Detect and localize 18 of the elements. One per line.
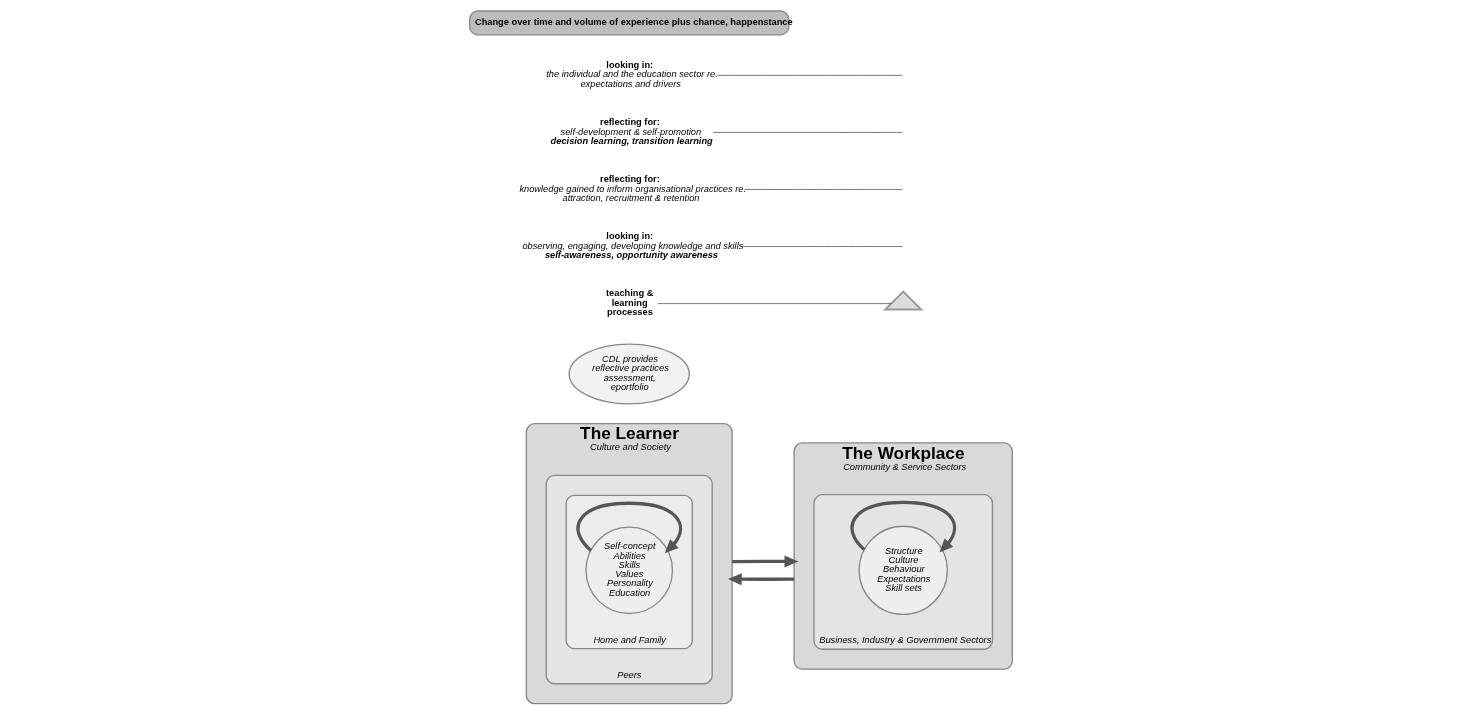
arrow [850,500,957,553]
node-ellipse: CDL provides reflective practices assessment, eportfolio [568,343,690,405]
arrow [732,555,799,568]
node-text: reflecting for: self-development & self-promotion decision learning, transition learning [550,117,713,146]
connector [717,75,903,76]
arrow [727,573,795,586]
node-text: teaching & learning processes [606,288,654,318]
node-circle: Self-concept Abilities Skills Values Personality Education [585,526,674,615]
connector [657,303,892,304]
node-easel [882,290,924,311]
node-circle: Structure Culture Behaviour Expectations Skill sets [858,525,948,616]
node-text: looking in: observing, engaging, developing knowledge and skills self-awareness, opportunity awareness [522,231,744,260]
connector [712,132,903,133]
connector [741,246,903,247]
node-text: reflecting for: knowledge gained to inform organisational practices re. attraction, recruitment & retention [519,174,747,203]
connector [744,189,903,190]
node-text: looking in: the individual and the education sector re. expectations and drivers [546,60,718,89]
arrow [576,501,683,554]
